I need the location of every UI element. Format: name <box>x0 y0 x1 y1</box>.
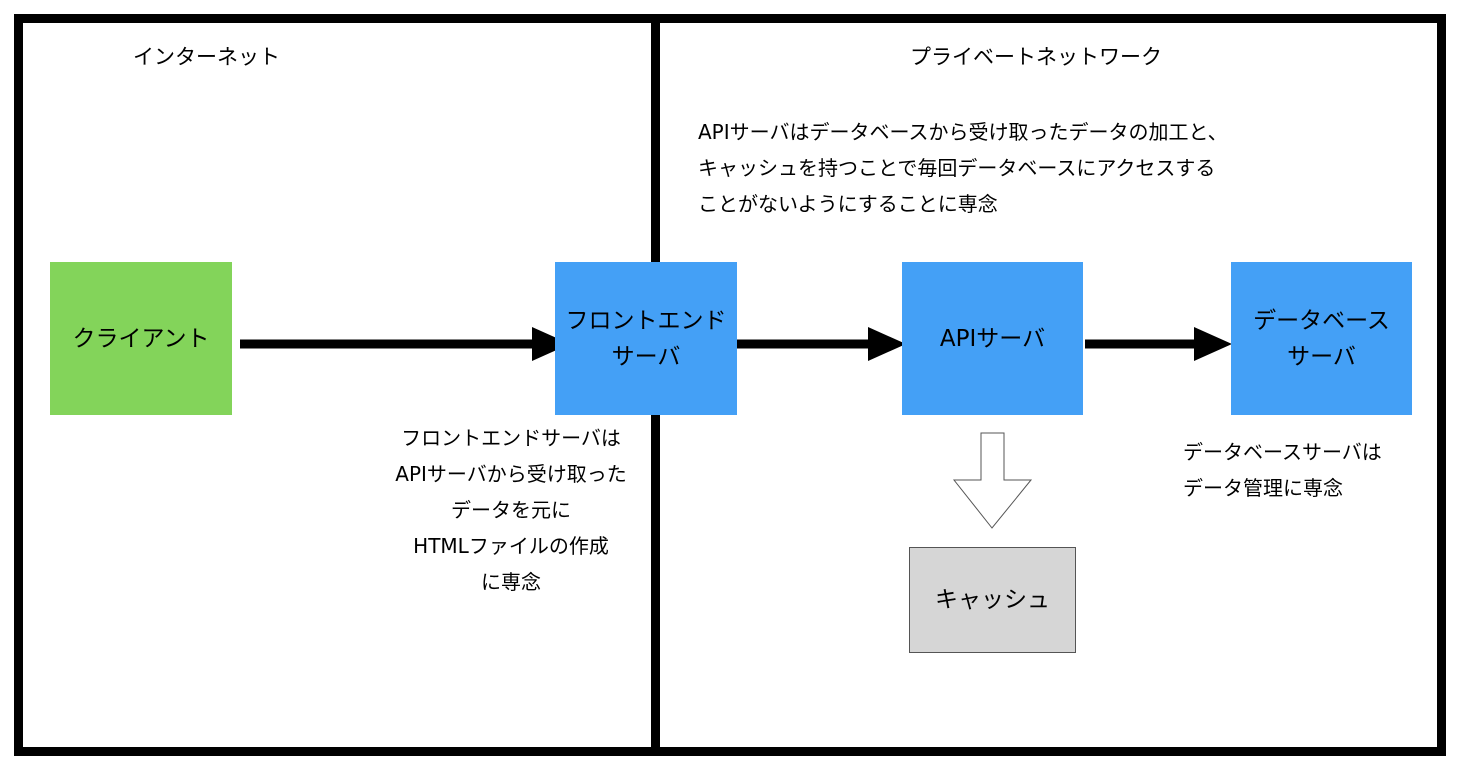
database-server-note-line: データ管理に専念 <box>1183 476 1343 500</box>
api-server-node-label: APIサーバ <box>939 325 1046 352</box>
frontend-server-node-label: フロントエンド <box>565 307 727 334</box>
arrow-frontend-to-api <box>737 327 906 361</box>
frontend-server-note-line: HTMLファイルの作成 <box>413 534 609 558</box>
api-server-node: APIサーバ <box>902 262 1083 415</box>
api-server-note-line: ことがないようにすることに専念 <box>698 192 998 216</box>
client-node-label: クライアント <box>72 325 210 352</box>
database-server-note: データベースサーバは データ管理に専念 <box>1183 434 1382 506</box>
frontend-server-node-label: サーバ <box>611 343 681 370</box>
frontend-server-note-line: データを元に <box>451 498 571 522</box>
cache-node: キャッシュ <box>909 547 1076 653</box>
database-server-note-line: データベースサーバは <box>1183 440 1382 464</box>
frontend-server-note: フロントエンドサーバは APIサーバから受け取った データを元に HTMLファイ… <box>352 420 670 600</box>
client-node: クライアント <box>50 262 232 415</box>
arrow-api-to-database-head <box>1194 327 1232 361</box>
database-server-node: データベース サーバ <box>1231 262 1412 415</box>
arrow-frontend-to-api-head <box>868 327 906 361</box>
database-server-node-label: データベース <box>1253 307 1390 334</box>
arrow-api-to-cache <box>952 432 1033 529</box>
arrow-client-to-frontend <box>240 327 570 361</box>
arrow-api-to-database <box>1085 327 1232 361</box>
cache-node-label: キャッシュ <box>935 587 1050 613</box>
frontend-server-node: フロントエンド サーバ <box>555 262 737 415</box>
private-network-zone-title: プライベートネットワーク <box>910 45 1162 69</box>
api-server-note-line: キャッシュを持つことで毎回データベースにアクセスする <box>698 156 1216 180</box>
frontend-server-note-line: に専念 <box>481 570 541 594</box>
internet-zone-title: インターネット <box>133 45 280 69</box>
arrow-client-to-frontend-head <box>532 327 570 361</box>
api-server-note-line: APIサーバはデータベースから受け取ったデータの加工と、 <box>698 120 1228 144</box>
api-server-note: APIサーバはデータベースから受け取ったデータの加工と、 キャッシュを持つことで… <box>698 114 1228 222</box>
database-server-node-label: サーバ <box>1287 343 1356 370</box>
frontend-server-note-line: APIサーバから受け取った <box>395 462 627 486</box>
frontend-server-note-line: フロントエンドサーバは <box>401 426 621 450</box>
